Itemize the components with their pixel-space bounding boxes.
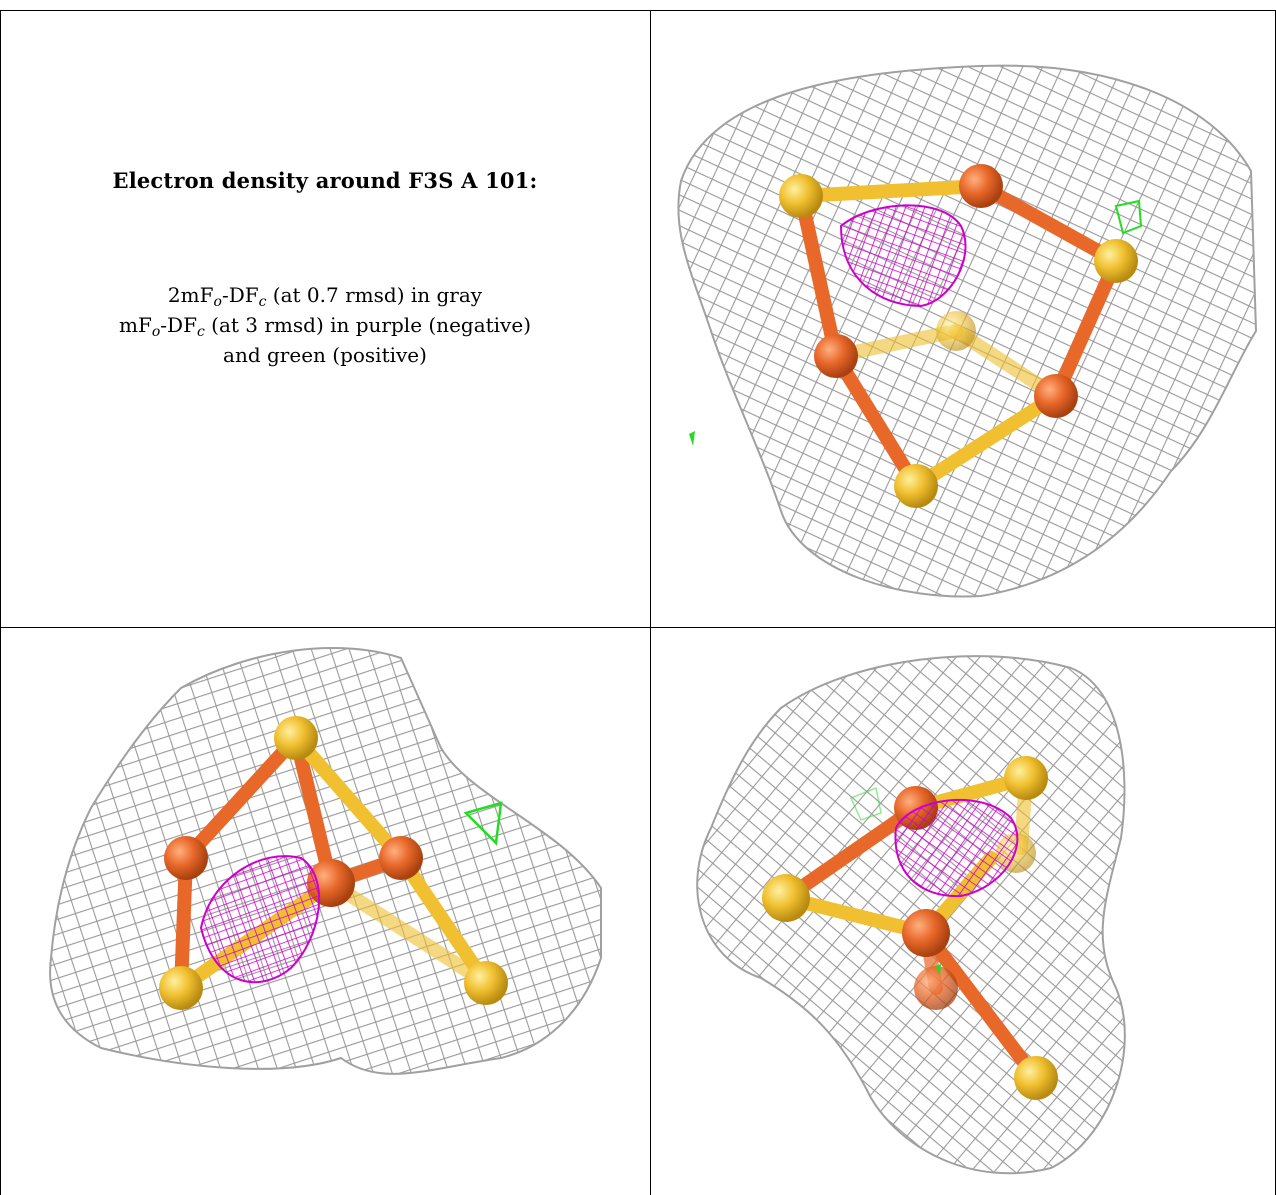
legend-line-purple: mFo-DFc (at 3 rmsd) in purple (negative) — [119, 313, 531, 340]
table-border-middle — [650, 10, 651, 1195]
density-panel-bottom-left — [1, 628, 650, 1195]
legend-line-green: and green (positive) — [223, 343, 427, 367]
caption-title: Electron density around F3S A 101: — [112, 168, 538, 193]
legend-line-gray: 2mFo-DFc (at 0.7 rmsd) in gray — [167, 283, 483, 310]
table-border-mid — [0, 627, 1276, 628]
molecular-density-view-icon — [696, 655, 1126, 1175]
table-border-left — [0, 10, 1, 1195]
density-panel-bottom-right — [651, 628, 1275, 1195]
table-border-top — [0, 10, 1276, 11]
molecular-density-view-icon — [49, 647, 602, 1075]
density-panel-top-right — [651, 11, 1275, 627]
caption-cell: Electron density around F3S A 101: 2mFo-… — [0, 0, 650, 625]
legend-text: 2mFo-DFc (at 0.7 rmsd) in gray mFo-DFc (… — [0, 280, 650, 370]
molecular-density-view-icon — [677, 64, 1258, 598]
